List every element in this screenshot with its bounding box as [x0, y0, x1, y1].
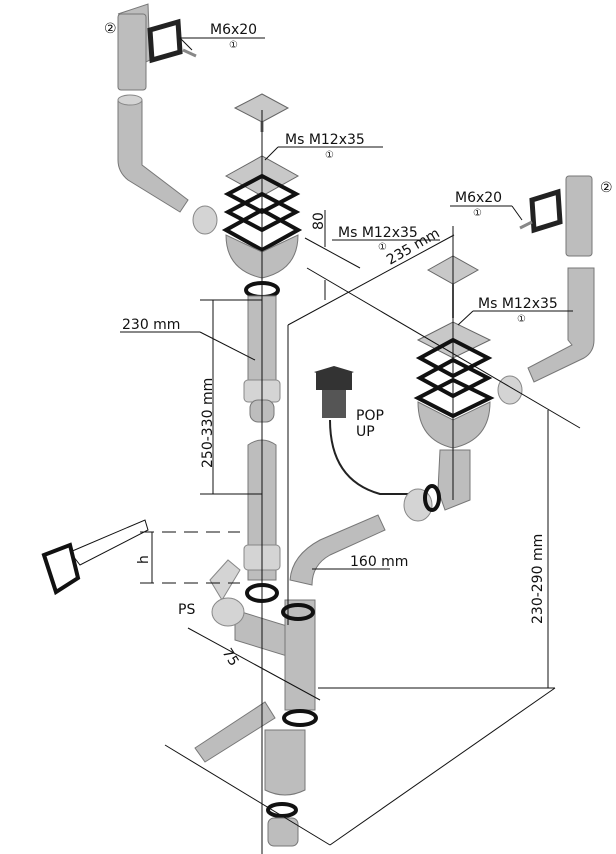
- popup-label-line2: UP: [356, 424, 375, 440]
- left-wall-bracket: [117, 3, 197, 91]
- bolt-left-mid-label: Ms M12x35: [338, 225, 418, 241]
- dimension-lines: [120, 37, 581, 854]
- right-strainer-assembly: [403, 255, 523, 522]
- bracket-number-left: ②: [104, 21, 117, 37]
- trap-assembly: [194, 514, 386, 847]
- popup-button: [314, 366, 410, 495]
- bolt-left-top-label: Ms M12x35: [285, 132, 365, 148]
- dim-230-290-label: 230-290 mm: [530, 534, 546, 624]
- bracket-number-right: ②: [600, 180, 613, 196]
- dim-75-label: 75: [219, 646, 242, 670]
- left-strainer-assembly: [192, 93, 303, 299]
- bolt-left-top-qty: ①: [325, 150, 334, 161]
- dim-230-label: 230 mm: [122, 317, 180, 333]
- bolt-left-mid-qty: ①: [378, 242, 387, 253]
- saw-icon: [41, 519, 149, 596]
- ps-label: PS: [178, 602, 195, 618]
- left-overflow-pipe: [117, 94, 189, 213]
- bolt-right-label: Ms M12x35: [478, 296, 558, 312]
- dim-160-label: 160 mm: [350, 554, 408, 570]
- screw-right-qty: ①: [473, 208, 482, 219]
- bolt-right-qty: ①: [517, 314, 526, 325]
- dim-80-label: 80: [311, 212, 327, 230]
- dim-250-330-label: 250-330 mm: [200, 378, 216, 468]
- right-wall-bracket: [519, 175, 595, 383]
- screw-right-label: M6x20: [455, 190, 502, 206]
- screw-left-label: M6x20: [210, 22, 257, 38]
- screw-left-qty: ①: [229, 40, 238, 51]
- popup-label-line1: POP: [356, 408, 384, 424]
- dim-h-label: h: [136, 555, 152, 564]
